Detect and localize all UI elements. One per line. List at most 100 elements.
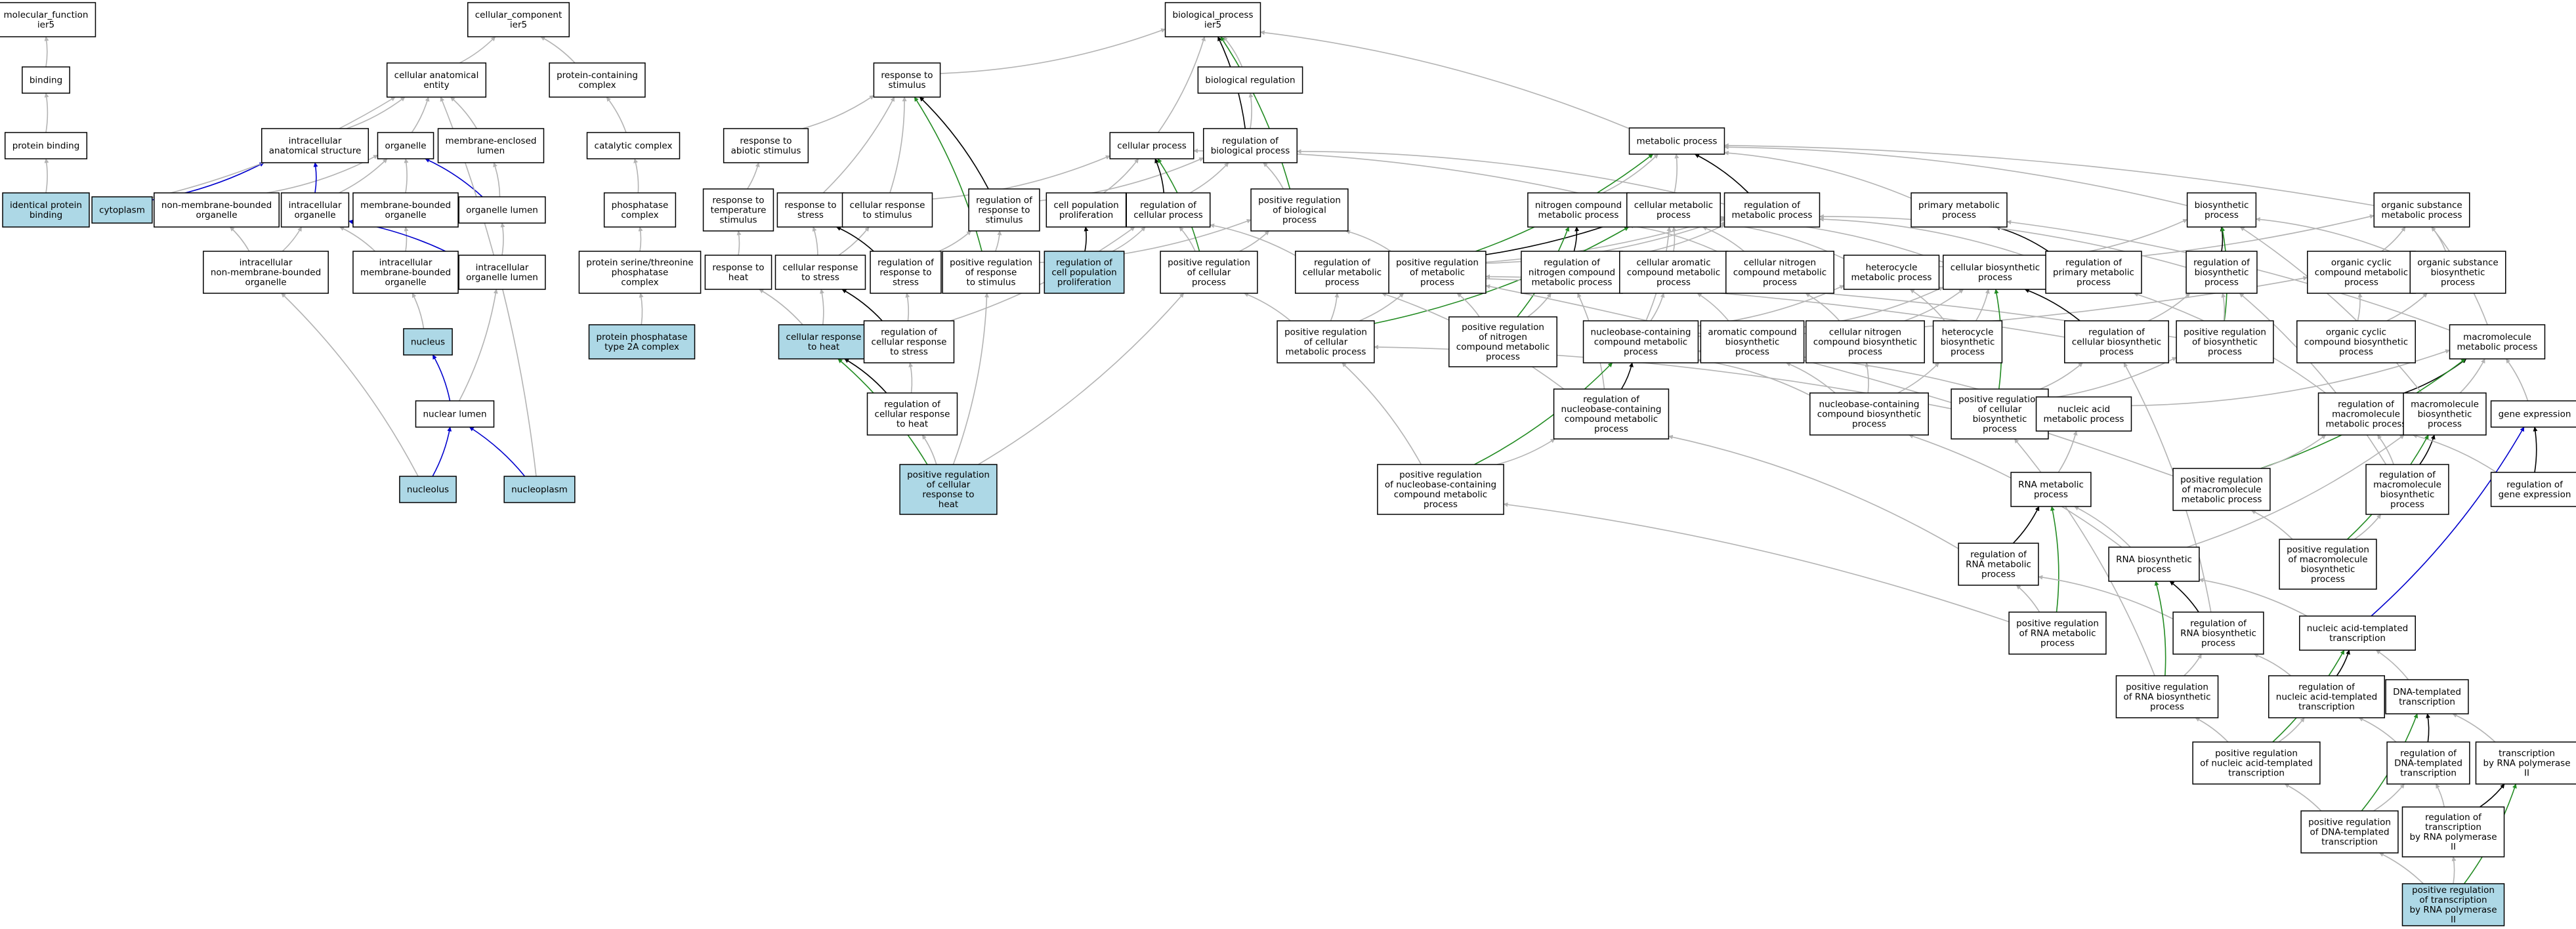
go-term-label: compound metabolic <box>1733 268 1826 278</box>
go-term-label: transcription <box>2228 768 2285 779</box>
go-term-label: transcription <box>2298 702 2355 712</box>
go-term-box <box>2008 611 2107 655</box>
is-a-edge <box>2048 356 2177 400</box>
go-term-label: cellular metabolic <box>1303 268 1382 278</box>
go-term-box <box>2401 806 2505 857</box>
go-term-label: nucleobase-containing <box>1819 400 1920 410</box>
go-term-label: of cellular <box>927 480 971 490</box>
regulates-edge <box>2480 783 2505 808</box>
go-term-box <box>1626 192 1721 228</box>
go-term-label: of metabolic <box>1410 268 1465 278</box>
go-term-box <box>2035 396 2132 432</box>
go-term-label: identical protein <box>10 200 82 211</box>
go-term-box <box>2192 741 2321 785</box>
regulates-edge <box>2533 426 2538 473</box>
is-a-edge <box>1223 36 1243 68</box>
go-term-box <box>870 251 942 294</box>
is-a-edge <box>1359 293 1404 321</box>
go-term-box <box>873 62 941 98</box>
go-term-label: positive regulation <box>2308 817 2391 828</box>
go-term-label: cellular response <box>850 200 925 211</box>
go-term-label: cellular biosynthetic <box>2072 337 2161 348</box>
is-a-edge <box>1485 284 2174 477</box>
is-a-edge <box>2358 717 2397 743</box>
is-a-edge <box>229 226 250 252</box>
go-term-label: to stress <box>890 347 928 358</box>
is-a-edge <box>994 230 1002 252</box>
go-term-label: DNA-templated <box>2394 758 2462 769</box>
is-a-edge <box>2040 362 2083 390</box>
is-a-edge <box>2014 438 2155 676</box>
go-term-box <box>1521 251 1623 294</box>
go-term-label: lumen <box>477 146 505 156</box>
go-term-label: heat <box>939 499 958 510</box>
go-term-box <box>91 196 153 224</box>
go-term-label: transcription <box>2329 633 2386 644</box>
go-term-label: protein binding <box>12 141 80 152</box>
go-term-box <box>2279 539 2377 590</box>
is-a-edge <box>1103 158 1139 194</box>
regulates-edge <box>2012 506 2040 544</box>
go-term-nucleoplasm: nucleoplasm <box>503 476 576 503</box>
go-term-label: proliferation <box>1059 210 1113 220</box>
is-a-edge <box>908 362 914 394</box>
go-term-label: process <box>1848 347 1882 358</box>
go-term-box <box>1277 320 1375 363</box>
go-term-label: catalytic complex <box>595 141 673 152</box>
go-term-label: process <box>1981 569 2016 580</box>
is-a-edge <box>1503 502 2010 623</box>
go-term-label: regulation of <box>2298 682 2355 693</box>
go-term-box <box>261 128 370 163</box>
go-term-box <box>2299 615 2416 651</box>
go-term-label: anatomical structure <box>269 146 362 156</box>
go-term-label: process <box>1424 499 1458 510</box>
go-term-label: cellular process <box>1117 141 1187 152</box>
go-term-label: cell population <box>1053 200 1118 211</box>
part-of-edge <box>432 426 452 477</box>
go-term-label: of macromolecule <box>2288 554 2367 565</box>
is-a-edge <box>44 158 49 194</box>
go-term-label: response to <box>740 136 792 146</box>
regulates-edge <box>844 358 887 394</box>
go-term-label: of cellular <box>1978 404 2022 415</box>
go-term-label: process <box>2201 638 2235 649</box>
go-term-label: organic cyclic <box>2326 327 2386 338</box>
go-term-label: to heat <box>897 419 928 430</box>
go-term-label: metabolic process <box>1538 210 1619 220</box>
go-term-label: cellular response <box>872 337 947 348</box>
regulates-edge <box>2426 713 2431 743</box>
is-a-edge <box>978 293 1185 465</box>
go-term-box <box>1911 192 2008 228</box>
go-term-label: to stimulus <box>967 278 1016 288</box>
is-a-edge <box>1602 154 1658 194</box>
go-term-box <box>866 392 958 436</box>
go-term-label: nucleic acid-templated <box>2307 623 2408 634</box>
go-term-label: process <box>1282 215 1317 226</box>
go-term-label: compound metabolic <box>2315 268 2408 278</box>
is-a-edge <box>1897 362 1939 394</box>
go-term-label: transcription <box>2499 749 2555 759</box>
